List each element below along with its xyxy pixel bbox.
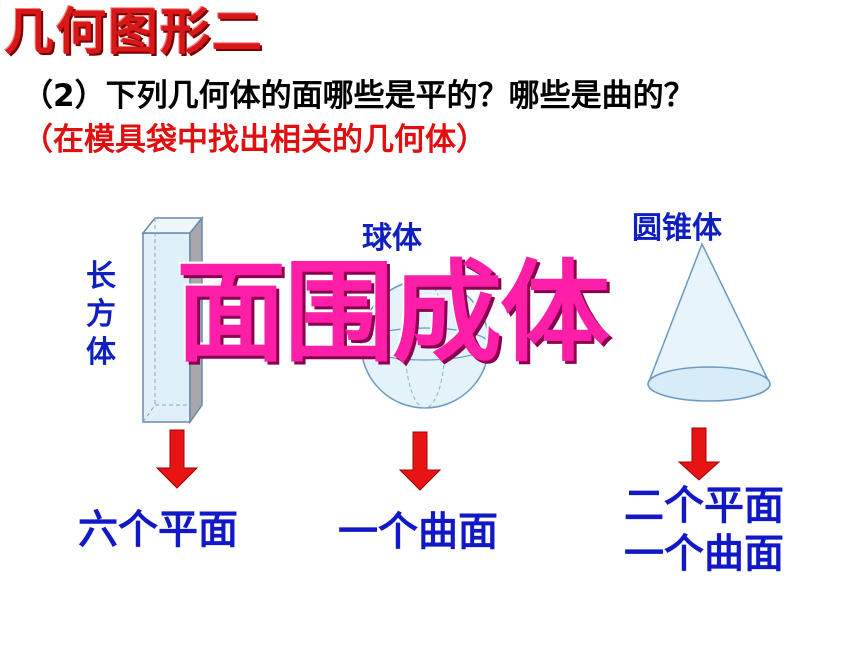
cone-result-line: 二个平面 [624,483,784,529]
sphere-result: 一个曲面 [338,509,498,555]
slide-title: 几何图形二 [4,3,264,61]
cone-result-line: 一个曲面 [624,531,784,577]
cone-shape [646,242,772,402]
arrow-down-icon [677,427,721,481]
cone-label: 圆锥体 [632,211,722,246]
arrow-down-icon [155,429,199,489]
cuboid-label-char: 体 [86,335,116,370]
cuboid-label: 长 方 体 [84,258,118,372]
sphere-label: 球体 [362,221,422,256]
arrow-down-icon [398,431,442,491]
cuboid-label-char: 方 [86,297,116,332]
cone-result: 二个平面 一个曲面 [624,482,784,578]
sphere-shape [360,279,490,409]
cuboid-label-char: 长 [86,259,116,294]
cuboid-result: 六个平面 [78,507,238,553]
cuboid-shape [141,215,204,425]
overlay-heading: 面围成体 [176,249,610,377]
hint-text: （在模具袋中找出相关的几何体） [22,122,487,158]
question-text: （2）下列几何体的面哪些是平的？哪些是曲的？ [22,78,695,114]
